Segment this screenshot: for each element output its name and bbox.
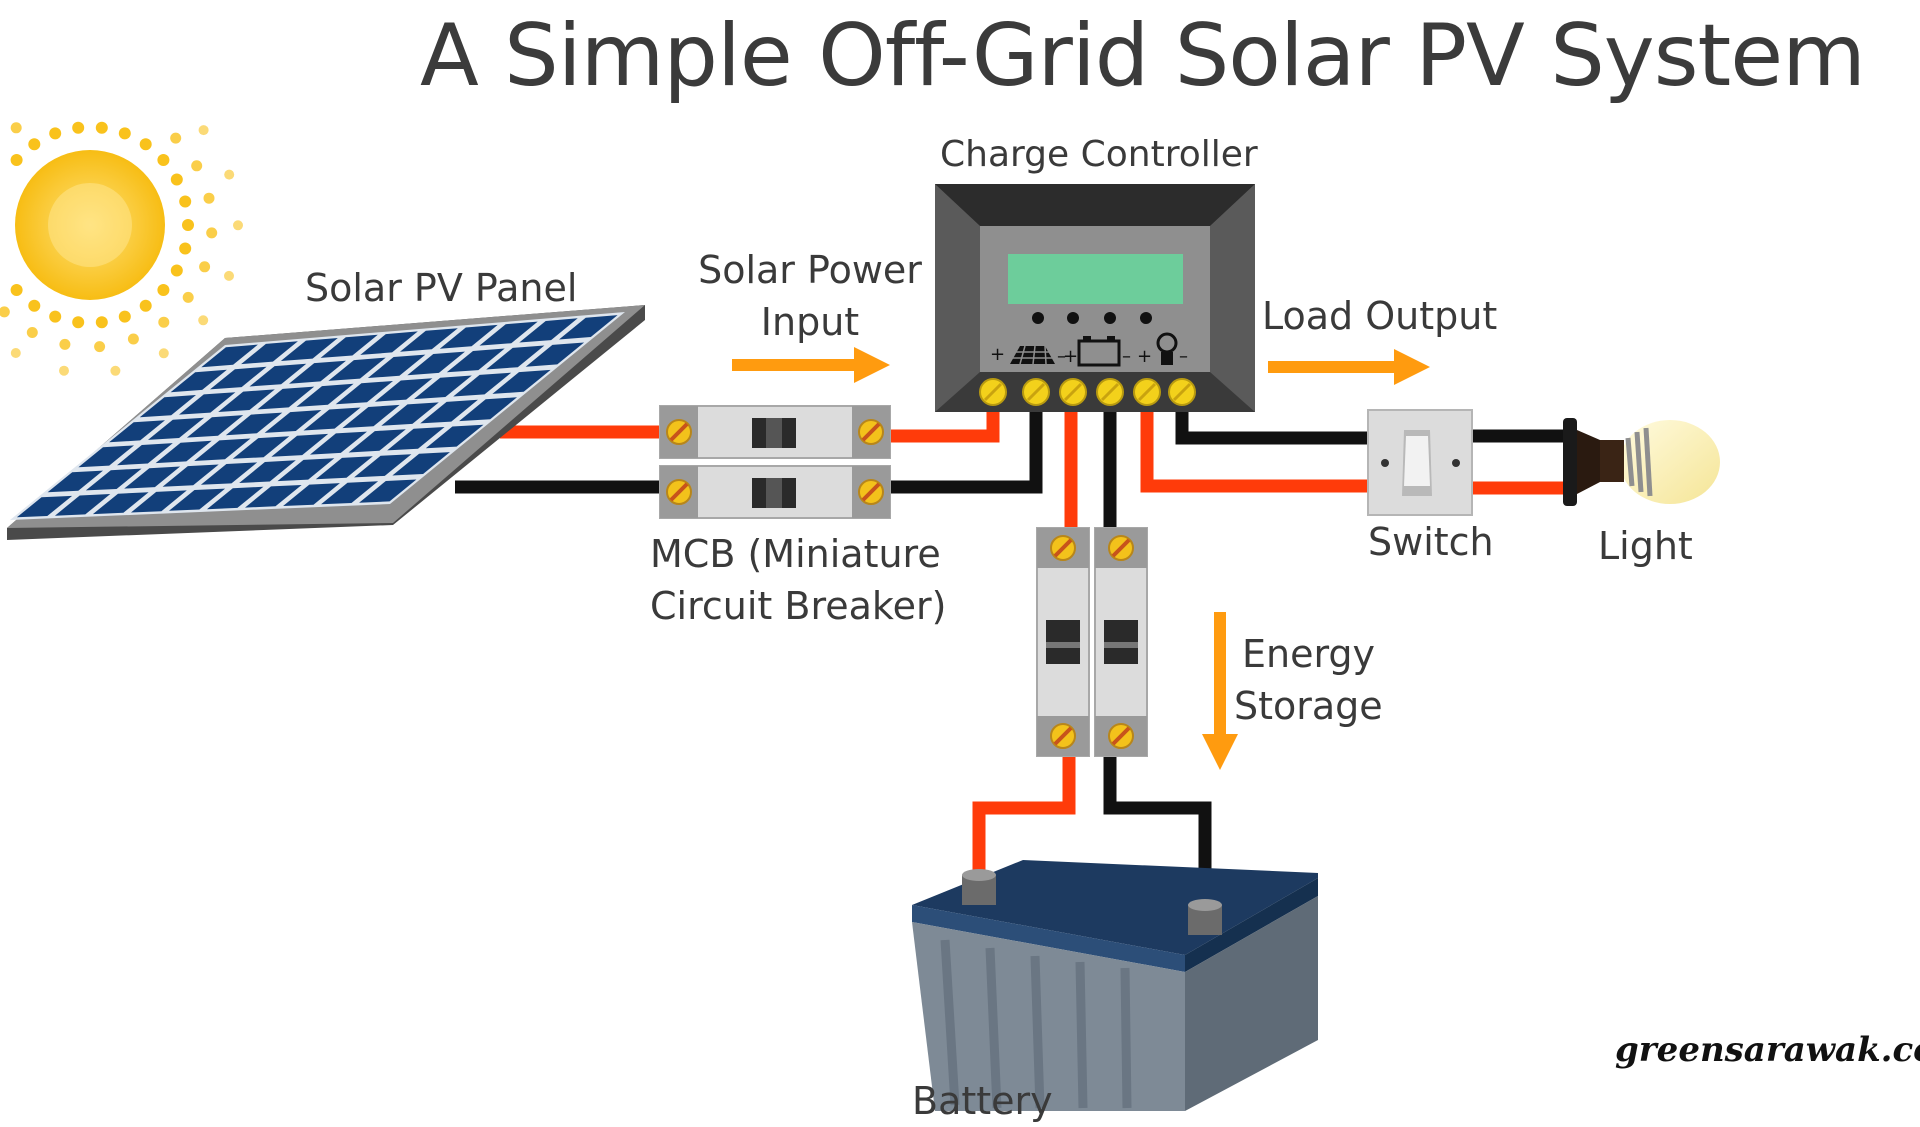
mcb-input-screws [666, 419, 884, 505]
label-mcb-line1: MCB (Miniature [650, 532, 941, 576]
charge-controller: + – + – + – [935, 184, 1255, 412]
wire-battery-negative [1103, 753, 1212, 905]
mcb-input [659, 405, 891, 519]
charge-controller-buttons [1032, 312, 1152, 324]
terminal-screw-6 [1168, 378, 1196, 406]
wire-mcb-to-controller-negative [887, 405, 1043, 494]
mcb-battery [1036, 527, 1148, 757]
svg-text:–: – [1057, 346, 1066, 367]
battery [912, 860, 1318, 1111]
terminal-screw-1 [979, 378, 1007, 406]
label-energy-storage-line2: Storage [1234, 684, 1383, 729]
wire-mcb-to-controller-positive [887, 405, 1000, 443]
label-mcb-line2: Circuit Breaker) [650, 584, 947, 629]
charge-controller-lcd [1008, 254, 1183, 304]
sun-rays [0, 121, 243, 376]
label-solar-power-input-line2: Input [760, 300, 860, 345]
wire-load-negative [1175, 405, 1370, 445]
label-solar-pv-panel: Solar PV Panel [305, 266, 578, 310]
svg-text:–: – [1179, 346, 1188, 367]
svg-text:+: + [990, 344, 1005, 365]
terminal-screw-4 [1096, 378, 1124, 406]
terminal-screw-3 [1059, 378, 1087, 406]
label-energy-storage: Energy Storage [1234, 628, 1383, 733]
terminal-screw-5 [1133, 378, 1161, 406]
solar-panel [7, 305, 645, 540]
switch [1367, 409, 1473, 516]
battery-icon: + – [1063, 336, 1131, 367]
label-charge-controller: Charge Controller [940, 134, 1258, 175]
bulb-socket [1563, 418, 1653, 506]
battery-terminal-positive [962, 869, 996, 905]
label-energy-storage-line1: Energy [1242, 632, 1376, 676]
solar-panel-cells [16, 315, 618, 518]
wire-battery-positive [972, 753, 1076, 875]
svg-text:–: – [1122, 346, 1131, 367]
diagram-title: A Simple Off-Grid Solar PV System [420, 6, 1866, 106]
wires [455, 405, 1565, 905]
label-load-output: Load Output [1262, 294, 1498, 338]
label-light: Light [1598, 524, 1693, 568]
label-switch: Switch [1368, 520, 1494, 564]
light-bulb-icon: + – [1137, 332, 1188, 367]
label-battery: Battery [912, 1079, 1053, 1123]
label-mcb: MCB (Miniature Circuit Breaker) [650, 528, 946, 633]
sun-icon [0, 121, 243, 376]
watermark: greensarawak.com [1615, 1030, 1920, 1070]
label-solar-power-input-line1: Solar Power [698, 248, 922, 292]
wire-load-positive [1140, 405, 1370, 493]
battery-terminal-negative [1188, 899, 1222, 935]
svg-text:+: + [1063, 346, 1078, 367]
light-bulb [1563, 418, 1720, 506]
svg-text:+: + [1137, 346, 1152, 367]
solar-panel-icon: + – [990, 344, 1066, 367]
label-solar-power-input: Solar Power Input [690, 244, 930, 349]
terminal-screw-2 [1022, 378, 1050, 406]
charge-controller-terminals [979, 378, 1196, 406]
flow-arrows [732, 347, 1430, 770]
